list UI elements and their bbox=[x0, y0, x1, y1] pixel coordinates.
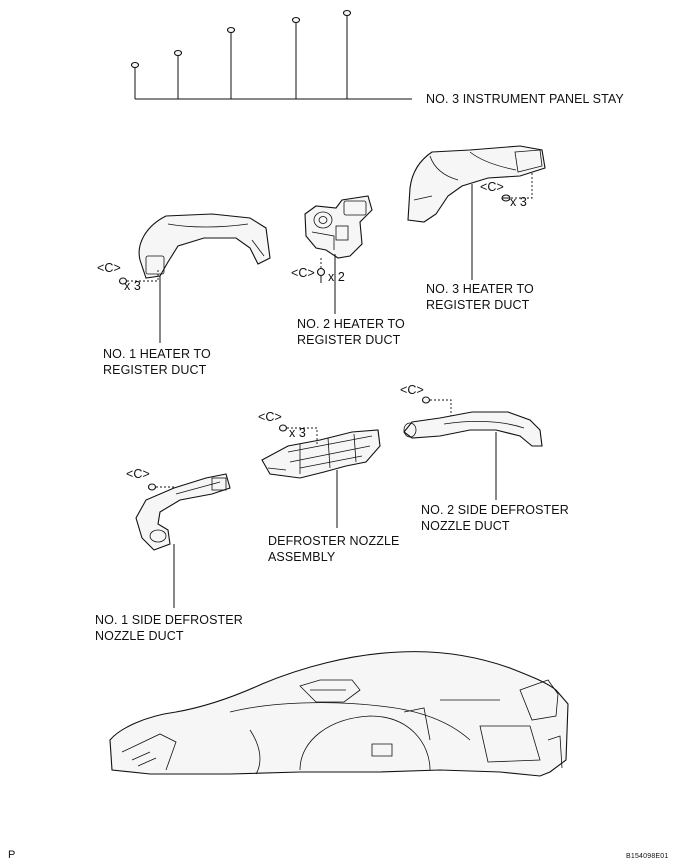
clip-tag-no2-heater: <C> bbox=[291, 266, 315, 280]
clip-tag-no3-heater: <C> bbox=[480, 180, 504, 194]
qty-no3-heater: x 3 bbox=[510, 195, 527, 209]
label-no2-side-defroster-duct: NO. 2 SIDE DEFROSTER NOZZLE DUCT bbox=[421, 503, 569, 533]
label-no2-heater-duct: NO. 2 HEATER TO REGISTER DUCT bbox=[297, 317, 405, 347]
no2-side-clip bbox=[421, 396, 452, 416]
clip-tag-no2-side: <C> bbox=[400, 383, 424, 397]
label-no3-heater-duct: NO. 3 HEATER TO REGISTER DUCT bbox=[426, 282, 534, 312]
defroster-clip bbox=[278, 424, 318, 444]
label-defroster-nozzle-assembly: DEFROSTER NOZZLE ASSEMBLY bbox=[268, 534, 400, 564]
instrument-panel bbox=[109, 651, 569, 777]
no1-heater-clip bbox=[118, 270, 159, 285]
figure-code: B154098E01 bbox=[626, 853, 669, 860]
stay-pin bbox=[291, 16, 301, 99]
qty-no1-heater: x 3 bbox=[124, 279, 141, 293]
clip-tag-defroster: <C> bbox=[258, 410, 282, 424]
qty-defroster: x 3 bbox=[289, 426, 306, 440]
label-no1-side-defroster-duct: NO. 1 SIDE DEFROSTER NOZZLE DUCT bbox=[95, 613, 243, 643]
no1-heater-duct bbox=[138, 213, 271, 279]
clip-tag-no1-heater: <C> bbox=[97, 261, 121, 275]
stay-pin bbox=[130, 61, 140, 99]
stay-pin bbox=[226, 26, 236, 99]
no1-side-defroster-duct bbox=[135, 473, 231, 551]
no1-side-clip bbox=[147, 483, 176, 491]
no3-heater-duct bbox=[407, 145, 546, 223]
no2-heater-duct bbox=[304, 195, 373, 259]
qty-no2-heater: x 2 bbox=[328, 270, 345, 284]
no2-heater-clip bbox=[316, 256, 326, 283]
corner-letter: P bbox=[8, 849, 16, 861]
clip-tag-no1-side: <C> bbox=[126, 467, 150, 481]
no2-side-defroster-duct bbox=[403, 411, 543, 447]
stay-pin bbox=[173, 49, 183, 99]
defroster-nozzle-assembly bbox=[261, 429, 381, 479]
no3-heater-clip bbox=[501, 173, 533, 202]
label-no1-heater-duct: NO. 1 HEATER TO REGISTER DUCT bbox=[103, 347, 211, 377]
instrument-panel-stay bbox=[130, 9, 412, 100]
label-instrument-panel-stay: NO. 3 INSTRUMENT PANEL STAY bbox=[426, 92, 624, 106]
stay-pin bbox=[342, 9, 352, 99]
